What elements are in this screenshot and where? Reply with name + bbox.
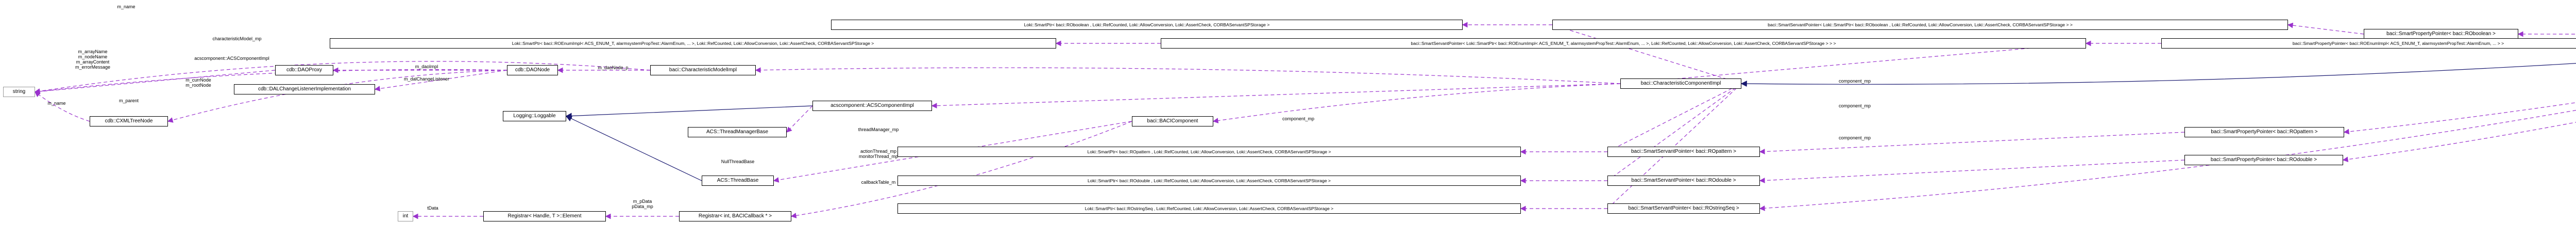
class-node-threadbase[interactable]: ACS::ThreadBase xyxy=(702,176,774,186)
class-node-lokiROboolean[interactable]: Loki::SmartPtr< baci::ROboolean , Loki::… xyxy=(831,20,1463,30)
usage-edge xyxy=(931,83,1621,109)
usage-edge xyxy=(1759,132,2185,154)
usage-edge xyxy=(2287,22,2364,35)
inheritance-edge xyxy=(565,105,813,119)
class-node-smartprop1[interactable]: baci::SmartPropertyPointer< baci::RObool… xyxy=(2364,29,2518,39)
class-node-smartprop2[interactable]: baci::SmartPropertyPointer< baci::ROpatt… xyxy=(2184,127,2344,137)
class-node-registrarelem[interactable]: Registrar< Handle, T >::Element xyxy=(483,211,606,221)
edge-label: acscomponent::ACSComponentImpl xyxy=(194,56,269,61)
edge-label: m_name xyxy=(47,101,66,106)
usage-edge xyxy=(755,67,1621,84)
usage-edge xyxy=(1552,24,1742,85)
class-node-int1[interactable]: int xyxy=(398,211,413,221)
class-node-lokiROpattern[interactable]: Loki::SmartPtr< baci::ROpattern , Loki::… xyxy=(897,147,1521,157)
class-node-threadmgrbase[interactable]: ACS::ThreadManagerBase xyxy=(688,127,787,137)
usage-edge xyxy=(1212,83,1621,123)
usage-edge xyxy=(1759,160,2185,183)
usage-edge xyxy=(1607,83,1742,152)
usage-edge xyxy=(1607,83,1742,181)
class-node-registrarbaci[interactable]: Registrar< int, BACICallback * > xyxy=(679,211,791,221)
edge-label: m_name xyxy=(117,4,135,9)
class-node-daoproxy[interactable]: cdb::DAOProxy xyxy=(275,65,333,75)
usage-edge xyxy=(2343,102,2576,135)
usage-edge xyxy=(2342,122,2576,163)
edge-label: NullThreadBase xyxy=(721,159,755,164)
edge-label: component_mp xyxy=(1838,135,1871,140)
usage-edge xyxy=(35,91,90,122)
class-node-smartservEnum[interactable]: baci::SmartServantPointer< Loki::SmartPt… xyxy=(1161,38,2086,49)
edge-label: component_mp xyxy=(1282,116,1315,121)
usage-edge xyxy=(1619,43,2087,86)
edge-label: threadManager_mp xyxy=(858,127,899,132)
edge-label: characteristicModel_mp xyxy=(212,36,262,41)
class-node-lokiRObooleanACS[interactable]: Loki::SmartPtr< baci::ROEnumImpl< ACS_EN… xyxy=(330,38,1056,49)
edge-label: callbackTable_m xyxy=(861,180,896,185)
class-node-charmodelimpl[interactable]: baci::CharacteristicModelImpl xyxy=(650,65,756,75)
usage-edge xyxy=(790,121,1132,218)
edge-label: m_dalChangeListener xyxy=(403,76,450,82)
class-node-lokiRObstring[interactable]: Loki::SmartPtr< baci::ROstringSeq , Loki… xyxy=(897,203,1521,214)
class-node-smartservROdbl[interactable]: baci::SmartServantPointer< baci::ROdoubl… xyxy=(1607,176,1760,186)
class-node-smartservROpat[interactable]: baci::SmartServantPointer< baci::ROpatte… xyxy=(1607,147,1760,157)
edge-label: component_mp xyxy=(1838,103,1871,108)
class-node-charcomponent[interactable]: baci::CharacteristicComponentImpl xyxy=(1620,78,1741,89)
class-node-smartprop3[interactable]: baci::SmartPropertyPointer< baci::ROdoub… xyxy=(2184,155,2343,165)
edge-label: component_mp xyxy=(1838,78,1871,84)
class-node-acscomponent[interactable]: acscomponent::ACSComponentImpl xyxy=(812,101,932,111)
class-node-smartpropEnum[interactable]: baci::SmartPropertyPointer< baci::ROEnum… xyxy=(2161,38,2576,49)
usage-edge xyxy=(786,105,813,133)
class-node-xmltreenode[interactable]: cdb::CXMLTreeNode xyxy=(90,116,168,126)
class-node-dalchange[interactable]: cdb::DALChangeListenerImplementation xyxy=(234,84,375,94)
edge-label: m_parent xyxy=(118,98,139,103)
edge-label: m_daoImpl xyxy=(415,64,438,69)
class-node-string[interactable]: string xyxy=(3,87,35,97)
class-node-smartservROstr[interactable]: baci::SmartServantPointer< baci::ROstrin… xyxy=(1607,203,1760,214)
inheritance-edge xyxy=(565,116,702,181)
usage-edge xyxy=(1607,83,1742,209)
edge-label: tData xyxy=(427,205,438,211)
usage-edge xyxy=(167,70,507,123)
class-node-lokiROdouble[interactable]: Loki::SmartPtr< baci::ROdouble , Loki::R… xyxy=(897,176,1521,186)
usage-edge xyxy=(1759,109,2576,211)
edge-label: m_daoNode_p xyxy=(598,65,629,70)
usage-edge xyxy=(2517,31,2576,37)
class-node-loggable[interactable]: Logging::Loggable xyxy=(503,111,566,121)
class-node-daonode[interactable]: cdb::DAONode xyxy=(507,65,558,75)
class-node-smartservROb[interactable]: baci::SmartServantPointer< Loki::SmartPt… xyxy=(1552,20,2288,30)
class-node-bacicomponent[interactable]: baci::BACIComponent xyxy=(1132,116,1213,126)
